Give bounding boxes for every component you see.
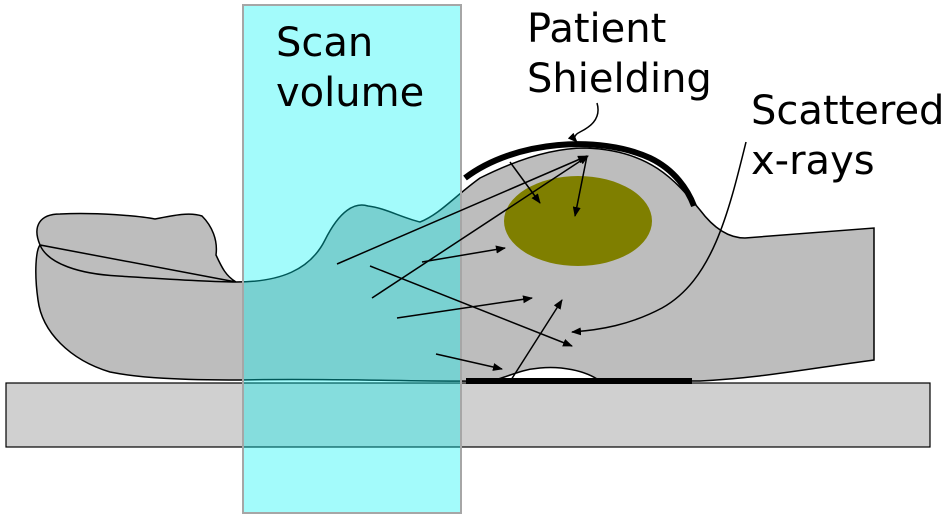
patient-body — [35, 147, 875, 382]
patient-shielding-label-line: Patient — [527, 6, 667, 52]
scatter-arrow — [510, 299, 563, 381]
scatter-arrow — [435, 353, 503, 371]
scatter-leader — [571, 141, 747, 336]
bottom-shield — [466, 378, 692, 384]
scatter-arrow — [336, 155, 588, 265]
patient-table — [5, 382, 931, 448]
scattered-xrays-label-line: Scattered — [751, 88, 945, 134]
patient-shielding-label: Patient Shielding — [527, 4, 712, 104]
scatter-arrows — [336, 155, 589, 381]
top-shield — [463, 141, 697, 208]
scan-volume-label: Scan volume — [276, 18, 424, 118]
scatter-arrow — [371, 155, 589, 299]
scan-volume-label-line: Scan — [276, 20, 374, 66]
scatter-arrow — [396, 295, 533, 319]
scatter-arrow — [509, 161, 541, 204]
scatter-arrow — [421, 245, 506, 263]
scatter-arrow — [369, 265, 573, 347]
scan-volume-region — [242, 4, 462, 514]
scan-volume-label-line: volume — [276, 70, 425, 116]
shielding-leader — [567, 102, 599, 143]
scatter-arrow — [572, 155, 588, 217]
scattered-xrays-label-line: x-rays — [751, 138, 875, 184]
scattered-xrays-label: Scattered x-rays — [751, 86, 944, 186]
protected-organ — [504, 176, 652, 266]
patient-shielding-label-line: Shielding — [527, 56, 712, 102]
